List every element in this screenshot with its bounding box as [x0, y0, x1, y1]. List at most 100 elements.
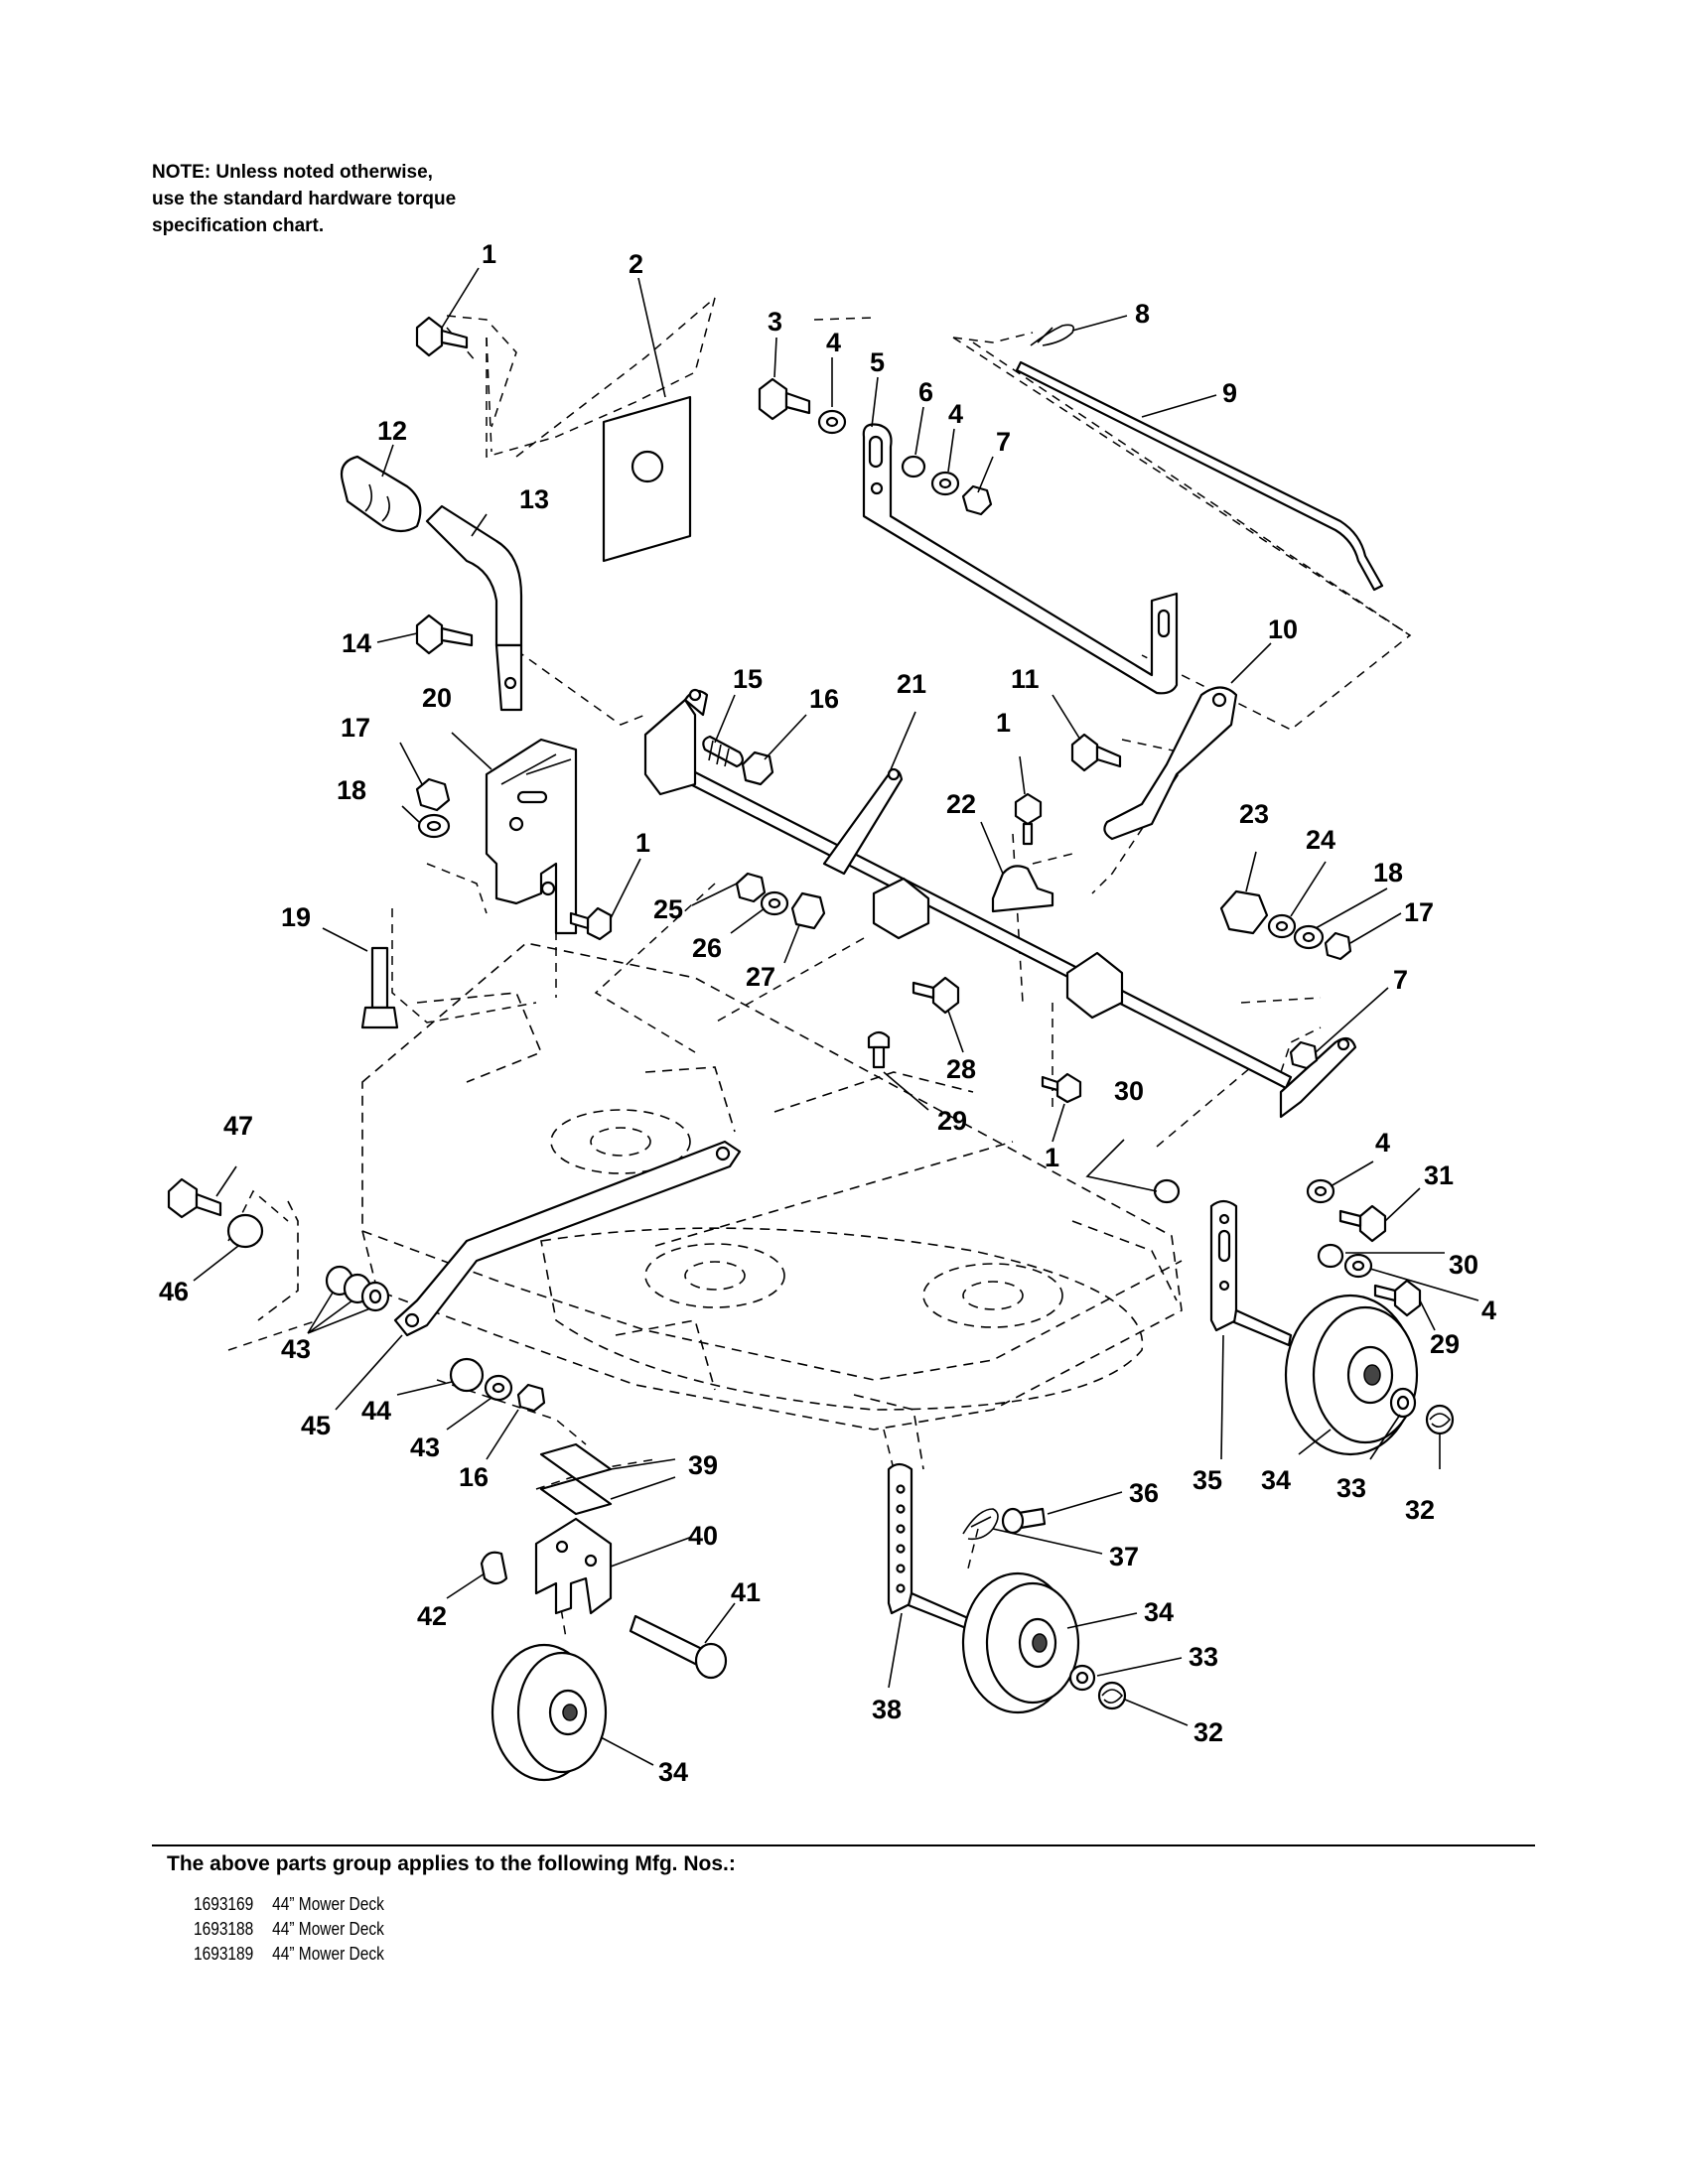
callout-25: 25: [653, 894, 683, 924]
part-4-washer-right: [1306, 1178, 1335, 1204]
callout-24: 24: [1306, 825, 1335, 855]
callout-17: 17: [1404, 897, 1434, 927]
part-1-bolt-clamp: [1014, 792, 1043, 846]
callout-4: 4: [948, 399, 963, 429]
part-40-fork: [534, 1517, 613, 1615]
part-36-pin: [1001, 1507, 1047, 1535]
part-45-arm: [393, 1140, 742, 1337]
callout-33: 33: [1336, 1473, 1366, 1503]
callout-32: 32: [1193, 1717, 1223, 1747]
part-44-spacer: [449, 1357, 485, 1393]
mfg-number: 1693188: [194, 1919, 254, 1939]
part-14-bolt: [415, 614, 474, 655]
callout-46: 46: [159, 1277, 189, 1306]
mfg-row: 1693189 44” Mower Deck: [194, 1942, 384, 1967]
part-35-caster-arm: [1209, 1199, 1293, 1347]
mfg-description: 44” Mower Deck: [272, 1944, 384, 1964]
torque-note: NOTE: Unless noted otherwise, use the st…: [152, 159, 609, 239]
callout-14: 14: [342, 628, 371, 658]
part-7-nut-top: [961, 484, 993, 516]
callout-29: 29: [937, 1106, 967, 1136]
part-20-bracket: [485, 738, 578, 935]
part-5-bar: [862, 423, 1179, 695]
callout-1: 1: [1045, 1143, 1059, 1172]
callout-19: 19: [281, 902, 311, 932]
part-43-washers-left: [325, 1265, 390, 1312]
callout-27: 27: [746, 962, 775, 992]
mfg-description: 44” Mower Deck: [272, 1894, 384, 1914]
callout-34: 34: [658, 1757, 688, 1787]
part-29-bolt-mid: [867, 1030, 891, 1069]
callout-35: 35: [1193, 1465, 1222, 1495]
mfg-number: 1693189: [194, 1944, 254, 1964]
part-26-washer: [760, 890, 789, 916]
callout-42: 42: [417, 1601, 447, 1631]
part-1-bolt-bracket: [569, 906, 613, 941]
part-31-bolt: [1338, 1204, 1387, 1243]
callout-12: 12: [377, 416, 407, 446]
part-9-rod: [1015, 360, 1384, 592]
part-4-washer-mid: [930, 471, 960, 496]
part-41-axle-bolt: [629, 1614, 728, 1680]
part-4-washer-lower: [1343, 1253, 1373, 1279]
mfg-description: 44” Mower Deck: [272, 1919, 384, 1939]
part-13-handle: [425, 504, 523, 712]
callout-32: 32: [1405, 1495, 1435, 1525]
part-19-bolt: [360, 946, 399, 1029]
callout-4: 4: [1375, 1128, 1390, 1158]
part-small-bracket-left: [257, 1200, 299, 1321]
callout-6: 6: [918, 377, 933, 407]
callout-4: 4: [1481, 1296, 1496, 1325]
part-3-bolt: [758, 377, 811, 421]
callout-38: 38: [872, 1695, 902, 1724]
main-shaft: [643, 688, 1357, 1119]
part-33-washer-right: [1389, 1387, 1417, 1419]
callout-7: 7: [1393, 965, 1408, 995]
part-34-wheel-right: [1284, 1294, 1419, 1456]
callout-41: 41: [731, 1577, 761, 1607]
callout-1: 1: [635, 828, 650, 858]
callout-28: 28: [946, 1054, 976, 1084]
applies-heading: The above parts group applies to the fol…: [167, 1852, 736, 1875]
part-1-bolt-top: [415, 316, 469, 357]
callout-20: 20: [422, 683, 452, 713]
part-30-spacer-lower: [1317, 1243, 1344, 1269]
callout-21: 21: [897, 669, 926, 699]
exploded-parts-diagram: 1 2 3 4 5 6 4 7 8 9 10 11 12 13 14 15 16…: [159, 239, 1496, 1787]
callout-17: 17: [341, 713, 370, 743]
part-43-washer-lower: [484, 1374, 513, 1402]
part-2-plate: [486, 297, 716, 563]
callout-34: 34: [1261, 1465, 1291, 1495]
part-10-bracket: [1103, 686, 1238, 841]
part-38-caster-arm: [887, 1462, 970, 1630]
section-divider: [152, 1844, 1535, 1846]
part-17-nut-left: [415, 777, 451, 812]
callout-22: 22: [946, 789, 976, 819]
callout-15: 15: [733, 664, 763, 694]
note-line-2: use the standard hardware torque: [152, 189, 457, 209]
callout-18: 18: [1373, 858, 1403, 887]
callout-1: 1: [996, 708, 1011, 738]
callout-45: 45: [301, 1411, 331, 1440]
callout-37: 37: [1109, 1542, 1139, 1571]
part-47-bolt: [167, 1177, 222, 1219]
callout-36: 36: [1129, 1478, 1159, 1508]
callout-13: 13: [519, 484, 549, 514]
part-33-washer-rear: [1068, 1664, 1096, 1692]
part-39-plates: [539, 1442, 613, 1516]
part-16-nut-lower: [516, 1383, 546, 1413]
part-34-wheel-rear: [961, 1571, 1080, 1714]
callout-5: 5: [870, 347, 885, 377]
callout-40: 40: [688, 1521, 718, 1551]
callout-44: 44: [361, 1396, 391, 1426]
part-18-washer-right: [1293, 924, 1325, 950]
mower-deck-outline: [361, 942, 1183, 1470]
note-line-1: NOTE: Unless noted otherwise,: [152, 162, 433, 183]
callout-29: 29: [1430, 1329, 1460, 1359]
callout-10: 10: [1268, 614, 1298, 644]
callout-16: 16: [459, 1462, 489, 1492]
callout-7: 7: [996, 427, 1011, 457]
part-28-bolt: [912, 976, 960, 1015]
callout-8: 8: [1135, 299, 1150, 329]
